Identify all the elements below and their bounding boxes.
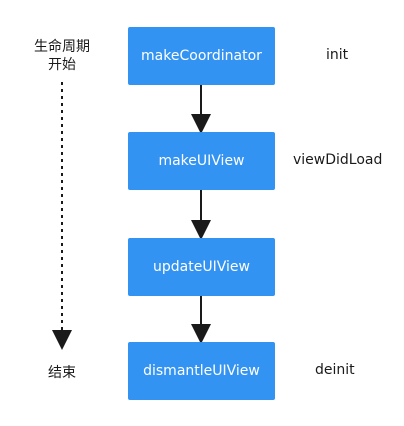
step-box-dismantle-ui-view: dismantleUIView — [128, 342, 275, 400]
uikit-equivalent-deinit: deinit — [315, 362, 355, 378]
uikit-equivalent-view-did-load: viewDidLoad — [293, 152, 383, 168]
uikit-equivalent-init: init — [326, 47, 349, 63]
lifecycle-start-line1: 生命周期 — [34, 39, 90, 55]
lifecycle-end-label: 结束 — [48, 365, 76, 381]
lifecycle-start-label: 生命周期 开始 — [30, 38, 94, 74]
lifecycle-start-line2: 开始 — [48, 57, 76, 73]
step-box-make-ui-view: makeUIView — [128, 132, 275, 190]
step-box-make-coordinator: makeCoordinator — [128, 27, 275, 85]
step-box-update-ui-view: updateUIView — [128, 238, 275, 296]
